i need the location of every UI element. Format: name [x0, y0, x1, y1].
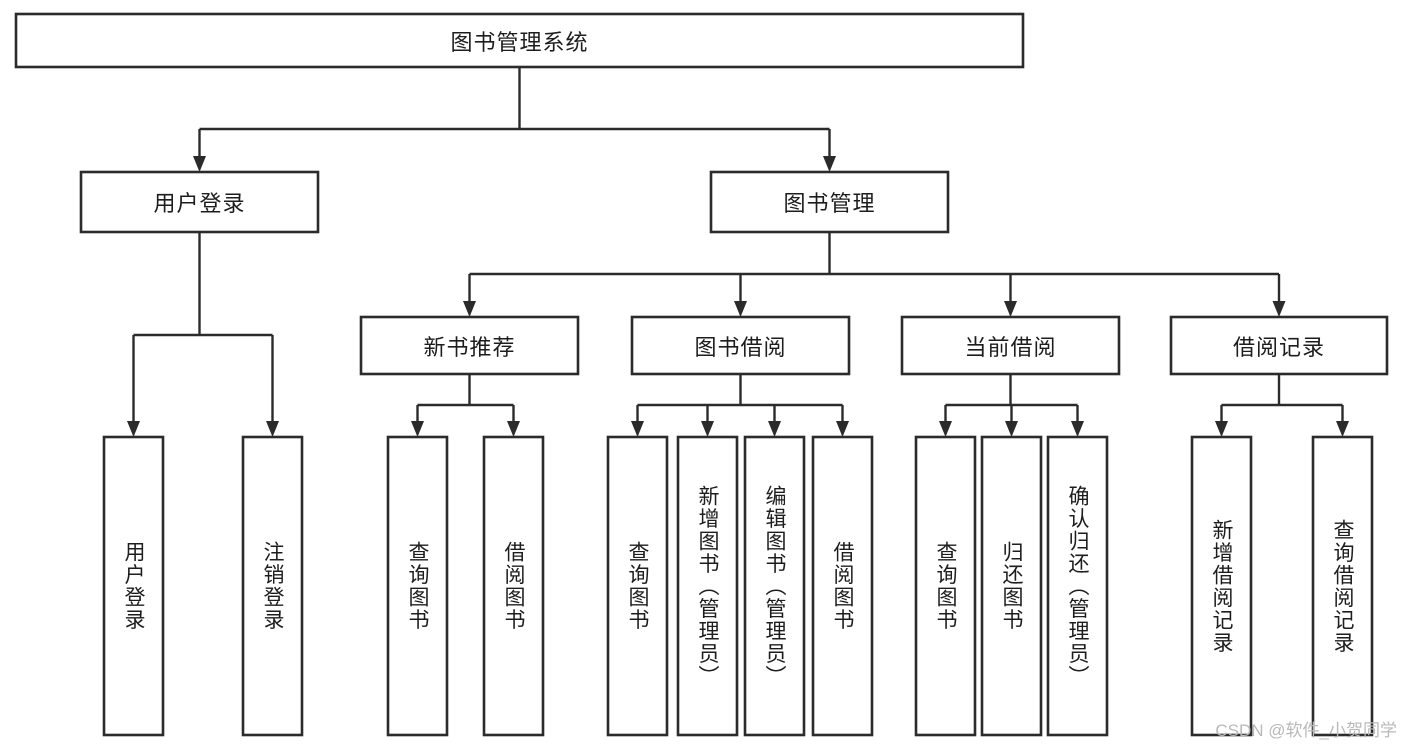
connector-group-records	[1215, 374, 1349, 437]
node-box-leaf-query-book-3[interactable]	[914, 435, 977, 737]
node-box-current[interactable]	[900, 315, 1121, 376]
node-box-login[interactable]	[79, 170, 320, 234]
node-box-leaf-return-book[interactable]	[980, 435, 1043, 737]
node-box-leaf-borrow-book-2[interactable]	[811, 435, 874, 737]
connector-group-current	[939, 374, 1084, 437]
node-box-leaf-user-logout[interactable]	[241, 435, 304, 737]
node-box-leaf-query-book-1[interactable]	[386, 435, 449, 737]
node-box-leaf-borrow-book-1[interactable]	[482, 435, 545, 737]
node-box-records[interactable]	[1169, 315, 1389, 376]
node-box-leaf-user-login[interactable]	[102, 435, 165, 737]
connector-group-newbook	[411, 374, 520, 437]
connector-group-bookmgmt	[463, 232, 1286, 317]
node-box-borrow[interactable]	[630, 315, 851, 376]
node-box-newbook[interactable]	[359, 315, 580, 376]
node-box-leaf-confirm-return[interactable]	[1046, 435, 1109, 737]
node-box-leaf-add-record[interactable]	[1190, 435, 1253, 737]
node-box-leaf-query-record[interactable]	[1311, 435, 1374, 737]
connector-group-root	[193, 67, 836, 172]
node-box-leaf-query-book-2[interactable]	[606, 435, 669, 737]
node-box-root[interactable]	[14, 12, 1025, 69]
connector-group-login	[127, 232, 279, 437]
node-box-leaf-add-book[interactable]	[676, 435, 739, 737]
connector-group-borrow	[631, 374, 849, 437]
node-box-bookmgmt[interactable]	[709, 170, 950, 234]
node-box-leaf-edit-book[interactable]	[743, 435, 806, 737]
